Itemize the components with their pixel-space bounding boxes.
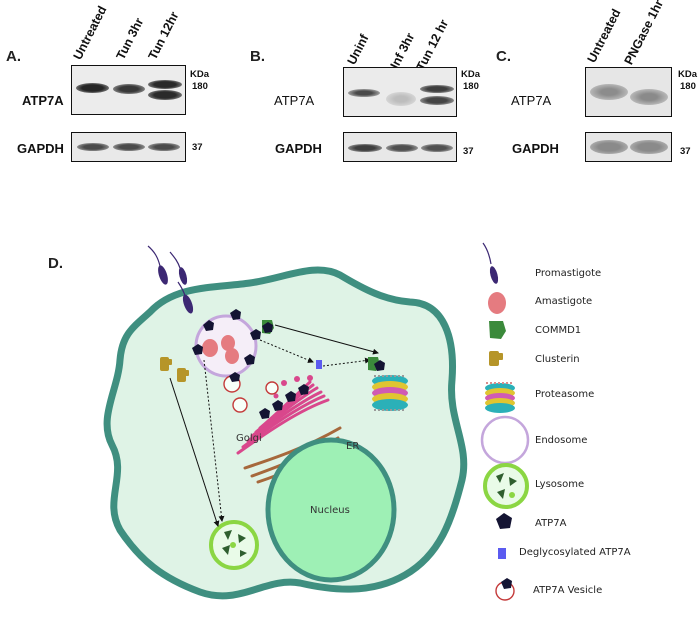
- blot-gapdh: [585, 132, 672, 162]
- amastigote: [225, 348, 239, 364]
- lysosome-icon: [483, 463, 529, 509]
- promastigote-cluster: [147, 245, 194, 314]
- endosome-icon: [480, 415, 530, 465]
- legend-label: Deglycosylated ATP7A: [519, 547, 631, 558]
- legend-label: Promastigote: [535, 268, 602, 279]
- mw-37: 37: [680, 146, 691, 157]
- panel-b-letter: B.: [250, 48, 265, 65]
- promastigote-icon: [482, 242, 499, 284]
- mw-37: 37: [463, 146, 474, 157]
- atp7a-icon: [496, 513, 512, 529]
- nucleus-label: Nucleus: [310, 505, 350, 516]
- mw-180: 180: [680, 81, 696, 92]
- amastigote-icon: [488, 292, 506, 314]
- atp7a-vesicle-icon: [495, 578, 515, 601]
- proteasome: [372, 375, 408, 411]
- blot-atp7a: [585, 67, 672, 117]
- legend-label: Clusterin: [535, 354, 580, 365]
- clusterin-group: [160, 357, 189, 382]
- panel-c-letter: C.: [496, 48, 511, 65]
- protein-label-atp7a: ATP7A: [511, 93, 552, 108]
- mw-37: 37: [192, 142, 203, 153]
- kda-label: KDa: [461, 69, 481, 80]
- amastigote: [221, 335, 235, 351]
- deglycosylated-atp7a-icon: [498, 548, 506, 559]
- panel-d-letter: D.: [48, 255, 63, 272]
- kda-label: KDa: [190, 69, 210, 80]
- mw-180: 180: [192, 81, 208, 92]
- commd1-atp7a-complex: [368, 357, 385, 371]
- amastigote: [202, 339, 218, 357]
- atp7a-vesicle: [265, 381, 279, 395]
- nucleus: [265, 437, 397, 583]
- protein-label-gapdh: GAPDH: [512, 141, 559, 156]
- panel-a-letter: A.: [6, 48, 21, 65]
- legend-label: COMMD1: [535, 325, 582, 336]
- atp7a-vesicle: [232, 397, 248, 413]
- protein-label-atp7a: ATP7A: [22, 93, 64, 108]
- clusterin-icon: [489, 351, 503, 366]
- legend-label: Amastigote: [535, 296, 593, 307]
- legend-label: ATP7A Vesicle: [533, 585, 603, 596]
- mw-180: 180: [463, 81, 479, 92]
- legend-label: Endosome: [535, 435, 588, 446]
- proteasome-icon: [485, 382, 515, 413]
- legend-label: Lysosome: [535, 479, 585, 490]
- protein-label-atp7a: ATP7A: [274, 93, 315, 108]
- blot-atp7a: [71, 65, 186, 115]
- blot-gapdh: [343, 132, 457, 162]
- golgi-label: Golgi: [236, 433, 262, 444]
- er-label: ER: [346, 441, 360, 452]
- commd1-icon: [489, 321, 506, 339]
- deglycosylated-atp7a: [316, 360, 322, 369]
- blot-gapdh: [71, 132, 186, 162]
- protein-label-gapdh: GAPDH: [275, 141, 322, 156]
- kda-label: KDa: [678, 69, 698, 80]
- legend-label: Proteasome: [535, 389, 595, 400]
- legend-label: ATP7A: [535, 518, 567, 529]
- protein-label-gapdh: GAPDH: [17, 141, 64, 156]
- blot-atp7a: [343, 67, 457, 117]
